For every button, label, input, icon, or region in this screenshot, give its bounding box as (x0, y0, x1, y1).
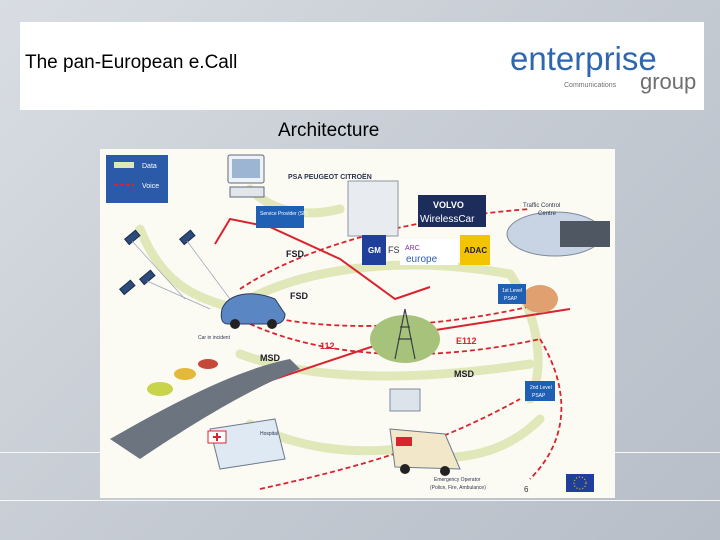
adac-text: ADAC (464, 246, 487, 255)
operator-photo (522, 285, 558, 313)
data-flow-band (135, 224, 245, 314)
voice-path (259, 398, 521, 490)
traffic-control-label: Centre (538, 211, 557, 217)
wheel (267, 319, 277, 329)
adac-logo (460, 235, 490, 265)
volvo-text: VOLVO (433, 200, 464, 210)
volvo-logo (418, 195, 486, 227)
satellite-icon (119, 279, 136, 296)
service-provider-box (256, 206, 304, 228)
psa-logo-emblem (347, 180, 399, 237)
emergency-operator-label: (Police, Fire, Ambulance) (430, 485, 486, 491)
car-in-incident-icon (220, 293, 286, 329)
legend-swatch-data (114, 162, 134, 168)
cell-tower-icon (394, 308, 416, 360)
second-level-psap-label: PSAP (532, 393, 546, 399)
logo-tagline: Communications (564, 82, 617, 89)
eu-flag-icon (566, 474, 594, 492)
msd-label: MSD (260, 353, 281, 363)
service-provider-label: Service Provider (SP) (260, 211, 308, 217)
first-level-psap-box (498, 284, 526, 304)
voice-path (529, 338, 563, 480)
fsd-label: FSD (290, 291, 309, 301)
second-level-psap-label: 2nd Level (530, 385, 552, 391)
slide-subtitle: Architecture (278, 120, 380, 141)
hospital-icon (207, 418, 286, 470)
legend-label-data: Data (142, 163, 157, 170)
satellite-beam (186, 240, 231, 300)
second-level-psap-box (525, 381, 555, 401)
divider-line (0, 500, 720, 501)
logo-text-enterprise: enterprise (510, 42, 657, 77)
ambulance-icon (389, 428, 461, 476)
control-room-photo (560, 221, 610, 247)
voice-path (249, 323, 541, 356)
gm-text: GM (368, 246, 381, 255)
laptop-icon (389, 388, 421, 412)
wheel (230, 319, 240, 329)
slide-title: The pan-European e.Call (25, 52, 238, 73)
hospital-label: Hospital (260, 431, 278, 437)
first-level-psap-label: 1st Level (502, 288, 522, 294)
header-band (20, 22, 704, 110)
voice-path-outline (214, 217, 431, 301)
fsd-label: FSD (286, 249, 305, 259)
legend: Data Voice (106, 155, 168, 203)
gm-logo (362, 235, 386, 265)
data-flow-band (235, 260, 515, 309)
satellite-icon (124, 229, 141, 246)
voice-path (239, 208, 531, 290)
first-level-psap-label: PSAP (504, 296, 518, 302)
e112-label: 112 (320, 341, 335, 351)
msd-label: MSD (454, 369, 475, 379)
road (110, 359, 300, 459)
emergency-operator-label: Emergency Operator (434, 477, 481, 483)
satellite-icon (179, 229, 196, 246)
enterprise-group-logo: enterprise Communications group (510, 42, 696, 94)
traffic-cars (147, 359, 218, 396)
psa-logo-text: PSA PEUGEOT CITROËN (288, 173, 372, 181)
arc-text: ARC (405, 245, 420, 252)
traffic-control-label: Traffic Control (523, 203, 560, 209)
europe-text: europe (406, 254, 438, 265)
satellite-beam (146, 280, 211, 310)
ecall-architecture-diagram: Data Voice Service Provider (SP) PSA PEU… (100, 149, 615, 498)
legend-label-voice: Voice (142, 183, 159, 190)
diagram-page-number: 6 (524, 485, 529, 494)
satellite-beam (131, 240, 186, 300)
logo-text-group: group (640, 69, 696, 94)
wireless-car-text: WirelessCar (420, 214, 475, 225)
e112-label: E112 (456, 336, 477, 346)
eu-stars (573, 476, 587, 490)
computer-icon (227, 154, 265, 198)
arc-europe-logo (400, 239, 458, 265)
car-in-incident-label: Car in incident (198, 335, 231, 341)
fs-text: FS (388, 245, 400, 255)
satellite-icon (139, 269, 156, 286)
